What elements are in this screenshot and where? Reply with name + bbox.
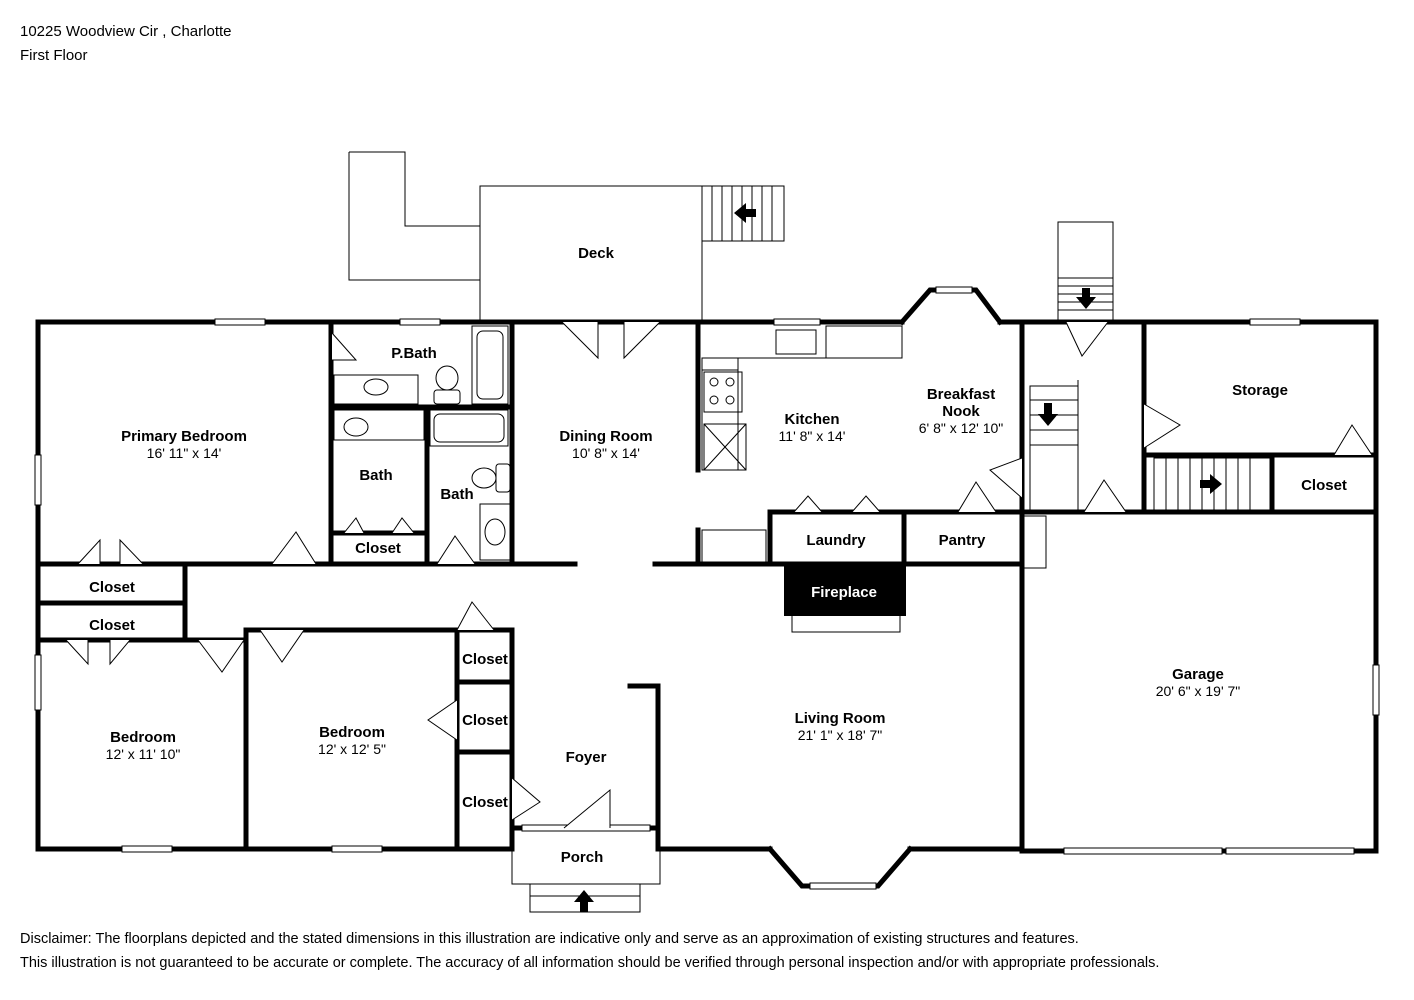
deck-stairs — [711, 186, 773, 241]
room-dims-primary-bedroom: 16' 11" x 14' — [147, 445, 222, 461]
interior-walls — [35, 319, 1379, 854]
room-label-garage: Garage — [1172, 666, 1224, 683]
room-label-bedroom: Bedroom — [319, 724, 385, 741]
toilet-icon — [435, 365, 459, 391]
room-label-nook: Nook — [942, 403, 980, 420]
kitchen-sink-icon — [775, 329, 817, 355]
room-label-storage: Storage — [1232, 382, 1288, 399]
arrow-left-icon — [734, 203, 756, 223]
arrow-up-icon — [574, 890, 594, 912]
exterior-walls — [35, 287, 1379, 889]
room-label-closet: Closet — [1301, 477, 1347, 494]
room-label-closet: Closet — [355, 540, 401, 557]
room-dims-living-room: 21' 1" x 18' 7" — [798, 727, 883, 743]
room-label-porch: Porch — [561, 849, 604, 866]
room-label-bath: Bath — [440, 486, 473, 503]
porch — [511, 849, 661, 913]
fixtures — [333, 325, 1271, 633]
room-label-closet: Closet — [89, 617, 135, 634]
arrow-down-icon — [1038, 403, 1058, 426]
room-dims-breakfast-nook: 6' 8" x 12' 10" — [919, 420, 1004, 436]
stove-icon — [703, 371, 743, 413]
sink-icon — [343, 417, 369, 437]
room-label-closet: Closet — [462, 712, 508, 729]
rear-stoop-stairs — [1057, 221, 1114, 321]
windows — [34, 286, 1380, 890]
disclaimer-line-1: Disclaimer: The floorplans depicted and … — [20, 931, 1079, 947]
room-labels: Deck P.Bath Primary Bedroom 16' 11" x 14… — [89, 245, 1347, 866]
room-label-bath: Bath — [359, 467, 392, 484]
room-label-deck: Deck — [578, 245, 615, 262]
room-label-pbath: P.Bath — [391, 345, 437, 362]
sink-icon — [363, 378, 389, 396]
fridge-icon — [703, 423, 747, 471]
toilet-icon — [471, 467, 497, 489]
room-label-living-room: Living Room — [795, 710, 886, 727]
sink-icon — [484, 518, 506, 546]
arrow-down-icon — [1076, 288, 1096, 309]
room-label-primary-bedroom: Primary Bedroom — [121, 428, 247, 445]
room-dims-garage: 20' 6" x 19' 7" — [1156, 683, 1241, 699]
room-label-closet: Closet — [462, 794, 508, 811]
room-label-pantry: Pantry — [939, 532, 986, 549]
doors — [65, 321, 1373, 829]
room-dims-kitchen: 11' 8" x 14' — [779, 428, 846, 444]
room-dims-dining-room: 10' 8" x 14' — [572, 445, 640, 461]
room-label-kitchen: Kitchen — [784, 411, 839, 428]
address-line: 10225 Woodview Cir , Charlotte — [20, 23, 232, 40]
arrow-right-icon — [1200, 474, 1222, 494]
room-dims-bedroom: 12' x 12' 5" — [318, 741, 386, 757]
floor-label: First Floor — [20, 47, 88, 64]
room-label-laundry: Laundry — [806, 532, 866, 549]
disclaimer-line-2: This illustration is not guaranteed to b… — [20, 955, 1160, 971]
room-label-closet: Closet — [462, 651, 508, 668]
fireplace-label: Fireplace — [811, 584, 877, 601]
room-label-breakfast: Breakfast — [927, 386, 995, 403]
room-label-bedroom: Bedroom — [110, 729, 176, 746]
fireplace: Fireplace — [784, 566, 906, 616]
room-label-foyer: Foyer — [566, 749, 607, 766]
room-label-closet: Closet — [89, 579, 135, 596]
deck — [348, 151, 785, 322]
room-dims-bedroom: 12' x 11' 10" — [106, 746, 181, 762]
room-label-dining-room: Dining Room — [559, 428, 652, 445]
